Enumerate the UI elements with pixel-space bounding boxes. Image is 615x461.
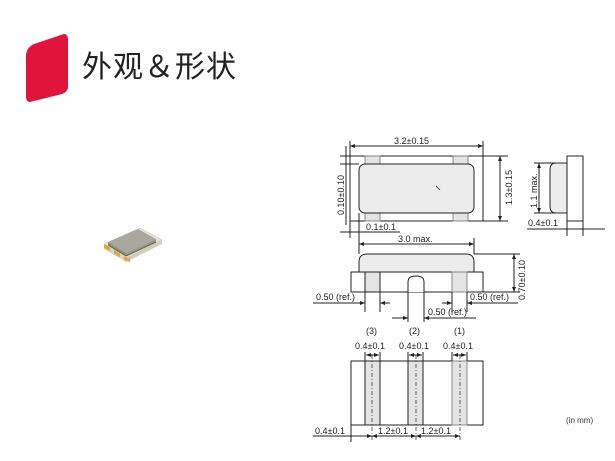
- dim-pitch-2: 1.2±0.1: [421, 426, 451, 436]
- land-pattern: [313, 352, 484, 442]
- dim-pad-right: 0.50 (ref.): [470, 292, 509, 302]
- dim-width: 1.3±0.15: [504, 170, 514, 205]
- side-view-right: [527, 155, 605, 236]
- unit-label: (in mm): [566, 416, 594, 425]
- pin-3-label: (3): [366, 326, 377, 336]
- pin-1-label: (1): [454, 326, 465, 336]
- dim-pad-left: 0.50 (ref.): [316, 292, 355, 302]
- dim-edge-offset: 0.4±0.1: [315, 426, 345, 436]
- dim-offset-x: 0.1±0.1: [366, 222, 396, 232]
- dim-cap-length: 3.0 max.: [398, 234, 433, 244]
- dim-height-max: 1.1 max.: [529, 173, 539, 208]
- pin-1-width: 0.4±0.1: [443, 341, 473, 351]
- dim-length: 3.2±0.15: [394, 136, 429, 146]
- dim-offset-y: 0.10±0.10: [336, 175, 346, 215]
- dim-pitch-1: 1.2±0.1: [378, 426, 408, 436]
- pin-2-width: 0.4±0.1: [399, 341, 429, 351]
- red-accent-mark-icon: [26, 34, 68, 102]
- pin-3-width: 0.4±0.1: [355, 341, 385, 351]
- dim-thickness: 0.4±0.1: [528, 218, 558, 228]
- top-view: [340, 141, 508, 238]
- product-photo: [103, 227, 163, 262]
- front-view: [313, 238, 520, 322]
- dim-pad-center: 0.50 (ref.): [428, 307, 467, 317]
- pin-2-label: (2): [409, 326, 420, 336]
- page-title: 外观＆形状: [82, 50, 237, 85]
- dim-front-height: 0.70±0.10: [517, 260, 527, 300]
